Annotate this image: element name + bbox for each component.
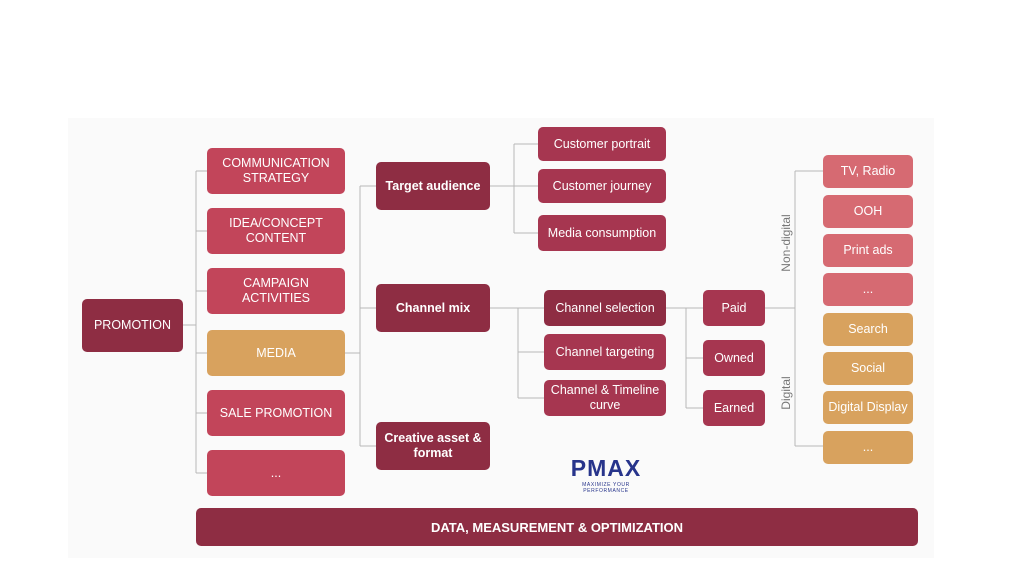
channel-selection-node: Channel selection <box>544 290 666 326</box>
ooh-node: OOH <box>823 195 913 228</box>
promotion-node: PROMOTION <box>82 299 183 352</box>
pmax-logo: PMAX MAXIMIZE YOUR PERFORMANCE <box>560 455 652 494</box>
channel-targeting-node: Channel targeting <box>544 334 666 370</box>
channel-mix-node: Channel mix <box>376 284 490 332</box>
idea-concept-content-node: IDEA/CONCEPT CONTENT <box>207 208 345 254</box>
non-digital-label: Non-digital <box>779 214 793 272</box>
media-node: MEDIA <box>207 330 345 376</box>
customer-journey-node: Customer journey <box>538 169 666 203</box>
communication-strategy-node: COMMUNICATION STRATEGY <box>207 148 345 194</box>
customer-portrait-node: Customer portrait <box>538 127 666 161</box>
paid-node: Paid <box>703 290 765 326</box>
non-digital-more-node: ... <box>823 273 913 306</box>
channel-timeline-node: Channel & Timeline curve <box>544 380 666 416</box>
logo-wordmark: PMAX <box>570 455 642 481</box>
creative-asset-node: Creative asset & format <box>376 422 490 470</box>
digital-more-node: ... <box>823 431 913 464</box>
earned-node: Earned <box>703 390 765 426</box>
tv-radio-node: TV, Radio <box>823 155 913 188</box>
sale-promotion-node: SALE PROMOTION <box>207 390 345 436</box>
social-node: Social <box>823 352 913 385</box>
digital-display-node: Digital Display <box>823 391 913 424</box>
campaign-activities-node: CAMPAIGN ACTIVITIES <box>207 268 345 314</box>
search-node: Search <box>823 313 913 346</box>
media-consumption-node: Media consumption <box>538 215 666 251</box>
target-audience-node: Target audience <box>376 162 490 210</box>
data-measurement-bar: DATA, MEASUREMENT & OPTIMIZATION <box>196 508 918 546</box>
owned-node: Owned <box>703 340 765 376</box>
print-ads-node: Print ads <box>823 234 913 267</box>
digital-label: Digital <box>779 376 793 410</box>
logo-tagline: MAXIMIZE YOUR PERFORMANCE <box>582 482 630 494</box>
level1-more-node: ... <box>207 450 345 496</box>
